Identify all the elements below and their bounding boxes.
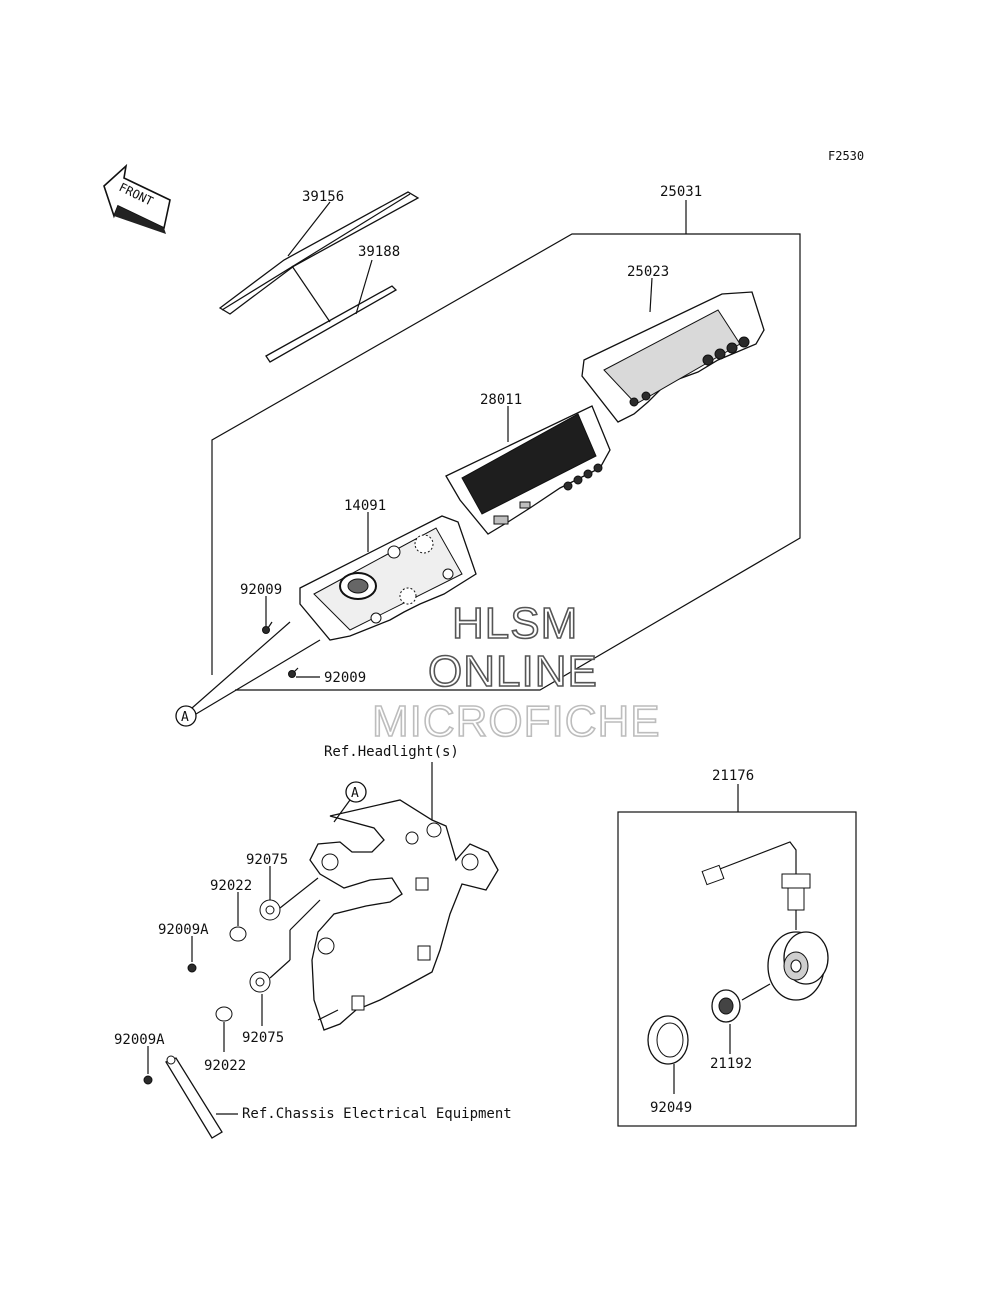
part-39188-strip bbox=[265, 285, 398, 363]
screw-92009-bottom-icon bbox=[288, 667, 299, 678]
chassis-strap bbox=[165, 1055, 223, 1139]
front-arrow-icon: FRONT bbox=[103, 163, 171, 234]
label-25031: 25031 bbox=[660, 184, 702, 200]
assembly-21176-box bbox=[617, 811, 857, 1127]
label-28011: 28011 bbox=[480, 392, 522, 408]
part-14091-case bbox=[299, 515, 477, 641]
label-92009-bottom: 92009 bbox=[324, 670, 366, 686]
screw-92009a-top-icon bbox=[187, 963, 197, 973]
headlight-bracket bbox=[309, 799, 499, 1031]
figure-code: F2530 bbox=[828, 149, 864, 163]
callout-a-bubble: A bbox=[175, 705, 197, 727]
label-92022-top: 92022 bbox=[210, 878, 252, 894]
label-39188: 39188 bbox=[358, 244, 400, 260]
washer-92022-bottom bbox=[215, 1006, 233, 1022]
watermark-line2: ONLINE bbox=[428, 647, 598, 696]
ref-headlight: Ref.Headlight(s) bbox=[324, 744, 459, 760]
screw-92009a-bottom-icon bbox=[143, 1075, 153, 1085]
label-14091: 14091 bbox=[344, 498, 386, 514]
grommet-92075-bottom bbox=[249, 971, 271, 993]
label-39156: 39156 bbox=[302, 189, 344, 205]
ref-chassis: Ref.Chassis Electrical Equipment bbox=[242, 1106, 512, 1122]
label-92009a-top: 92009A bbox=[158, 922, 209, 938]
label-92075-top: 92075 bbox=[246, 852, 288, 868]
label-92009a-bottom: 92009A bbox=[114, 1032, 165, 1048]
part-39156-sheet bbox=[218, 191, 420, 315]
label-21192: 21192 bbox=[710, 1056, 752, 1072]
part-92049-seal bbox=[647, 1015, 689, 1065]
assembly-25031-outline bbox=[211, 200, 801, 691]
part-21176-cable bbox=[701, 841, 811, 930]
callout-a2-bubble: A bbox=[345, 781, 367, 803]
part-21192-gear bbox=[711, 989, 741, 1023]
grommet-92075-top bbox=[259, 899, 281, 921]
part-21176-housing bbox=[767, 931, 829, 1001]
part-25023-cover bbox=[581, 291, 765, 423]
label-25023: 25023 bbox=[627, 264, 669, 280]
callout-a-text: A bbox=[181, 710, 189, 725]
label-21176: 21176 bbox=[712, 768, 754, 784]
label-92075-bottom: 92075 bbox=[242, 1030, 284, 1046]
label-92009-top: 92009 bbox=[240, 582, 282, 598]
part-28011-meter bbox=[445, 405, 611, 535]
washer-92022-top bbox=[229, 926, 247, 942]
label-92049: 92049 bbox=[650, 1100, 692, 1116]
watermark-line1: HLSM bbox=[452, 599, 578, 648]
label-92022-bottom: 92022 bbox=[204, 1058, 246, 1074]
callout-a2-text: A bbox=[351, 786, 359, 801]
watermark-line3: MICROFICHE bbox=[372, 697, 661, 746]
screw-92009-top-icon bbox=[262, 621, 273, 634]
